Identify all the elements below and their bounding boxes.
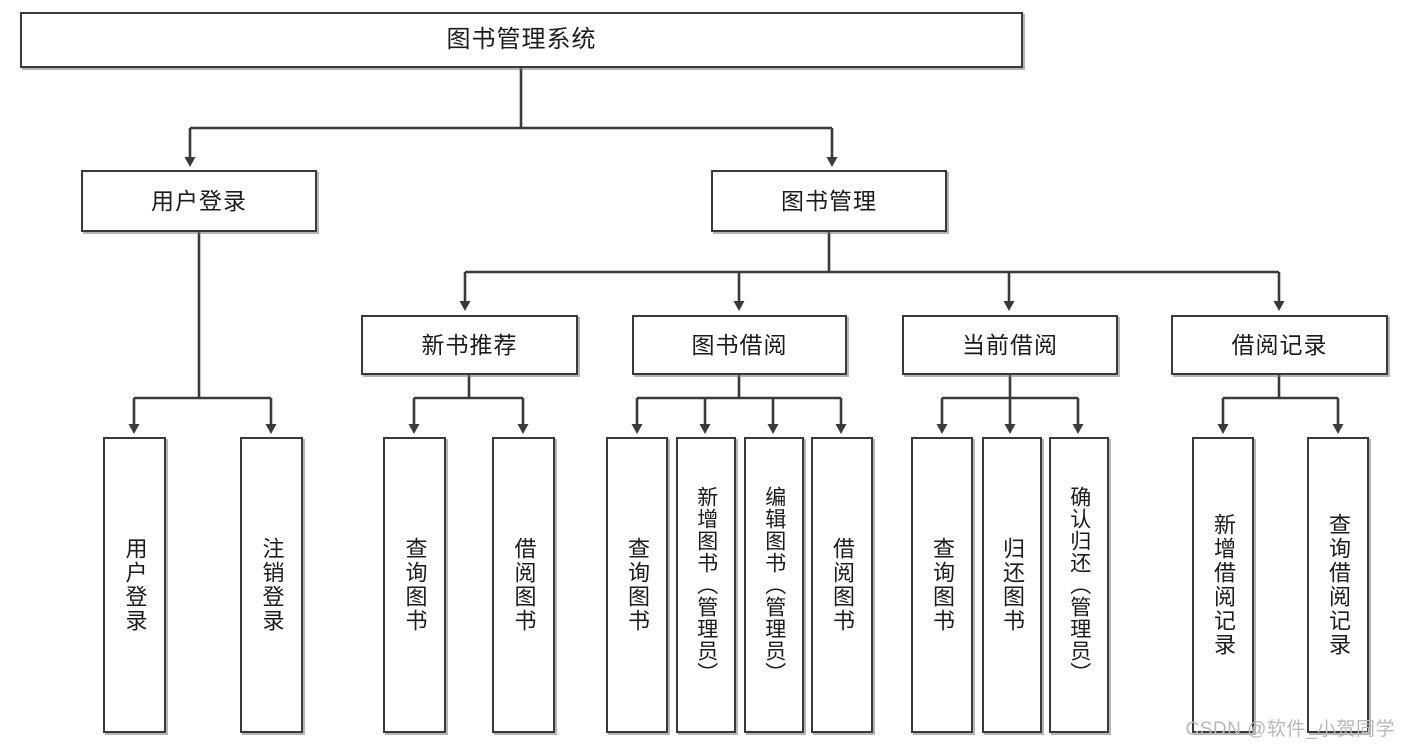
node-book-borrow[interactable]: 图书借阅	[632, 315, 847, 375]
node-book-management[interactable]: 图书管理	[711, 170, 947, 232]
node-label: 新书推荐	[421, 331, 518, 358]
leaf-current-confirm-return-admin[interactable]: 确认归还（管理员）	[1049, 437, 1109, 733]
node-label: 当前借阅	[962, 331, 1058, 358]
node-root-system[interactable]: 图书管理系统	[20, 12, 1023, 68]
node-label: 查询图书	[929, 537, 955, 633]
node-label: 图书管理	[781, 187, 877, 214]
node-label: 图书借阅	[691, 331, 788, 358]
node-label: 编辑图书（管理员）	[762, 486, 786, 684]
leaf-record-add-borrow-record[interactable]: 新增借阅记录	[1192, 437, 1254, 733]
node-borrow-record[interactable]: 借阅记录	[1171, 315, 1388, 375]
node-label: 查询图书	[624, 537, 650, 633]
leaf-recommend-borrow-book[interactable]: 借阅图书	[492, 437, 555, 733]
leaf-borrow-borrow-book[interactable]: 借阅图书	[811, 437, 873, 733]
leaf-record-query-borrow-record[interactable]: 查询借阅记录	[1307, 437, 1369, 733]
node-label: 用户登录	[122, 537, 148, 633]
leaf-recommend-query-book[interactable]: 查询图书	[383, 437, 446, 733]
leaf-borrow-query-book[interactable]: 查询图书	[606, 437, 668, 733]
node-label: 查询图书	[402, 537, 428, 633]
watermark: CSDN @软件_小贺同学	[1185, 719, 1395, 740]
node-label: 新增借阅记录	[1210, 513, 1236, 657]
node-current-borrow[interactable]: 当前借阅	[902, 315, 1118, 375]
node-label: 用户登录	[151, 187, 247, 214]
node-label: 归还图书	[999, 537, 1025, 633]
node-label: 新增图书（管理员）	[694, 486, 718, 684]
leaf-current-return-book[interactable]: 归还图书	[982, 437, 1042, 733]
node-user-login[interactable]: 用户登录	[81, 170, 317, 232]
node-label: 借阅图书	[829, 537, 855, 633]
node-label: 借阅图书	[511, 537, 537, 633]
node-new-book-recommend[interactable]: 新书推荐	[361, 315, 578, 375]
node-label: 确认归还（管理员）	[1067, 486, 1091, 684]
node-label: 查询借阅记录	[1325, 513, 1351, 657]
node-label: 注销登录	[259, 537, 285, 633]
leaf-current-query-book[interactable]: 查询图书	[911, 437, 973, 733]
leaf-user-login[interactable]: 用户登录	[103, 437, 166, 733]
leaf-logout-login[interactable]: 注销登录	[240, 437, 303, 733]
leaf-borrow-add-book-admin[interactable]: 新增图书（管理员）	[676, 437, 736, 733]
node-label: 图书管理系统	[446, 26, 597, 53]
node-label: 借阅记录	[1231, 331, 1328, 358]
leaf-borrow-edit-book-admin[interactable]: 编辑图书（管理员）	[744, 437, 804, 733]
